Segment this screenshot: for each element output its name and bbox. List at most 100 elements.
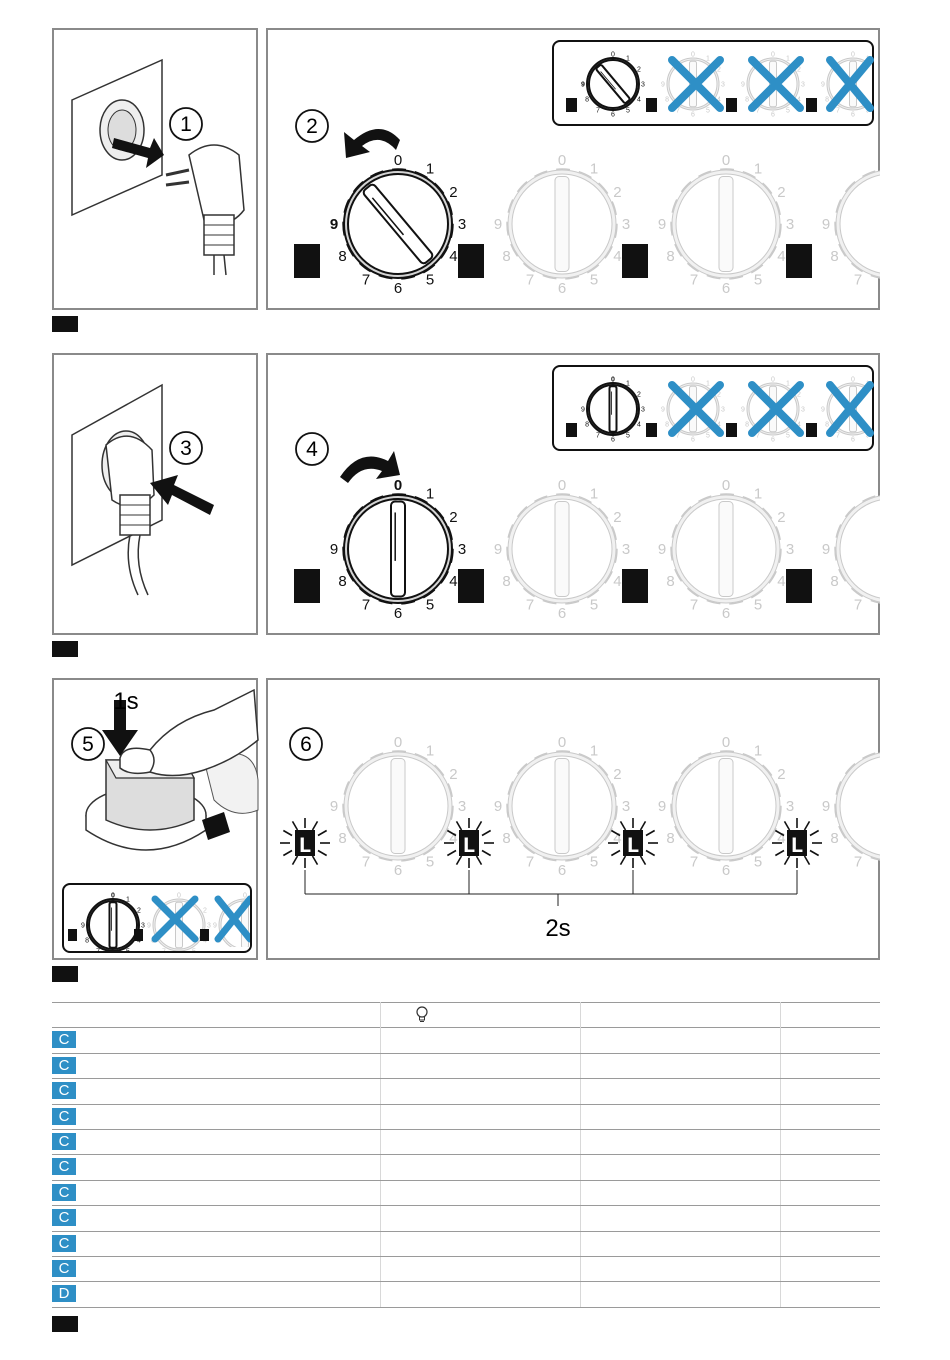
dial-number: 0 — [771, 376, 775, 383]
dial-number: 4 — [449, 830, 457, 847]
dial-number: 0 — [722, 734, 730, 751]
dial-number: 0 — [558, 734, 566, 751]
cross-icon — [826, 381, 874, 437]
dial-number: 4 — [637, 421, 641, 428]
dial-number: 9 — [494, 216, 502, 233]
dial-number: 9 — [822, 798, 830, 815]
dial-number: 6 — [722, 280, 730, 297]
dial-number: 9 — [330, 798, 338, 815]
dial-number: 8 — [502, 248, 510, 265]
dial-number: 9 — [330, 216, 338, 233]
turn-right-arrow — [340, 451, 400, 483]
dial-number: 3 — [622, 216, 630, 233]
cross-icon — [668, 381, 724, 437]
dial-number: 8 — [666, 248, 674, 265]
dial-number: 2 — [203, 907, 207, 914]
dial-number: 2 — [449, 184, 457, 201]
dial-number: 8 — [666, 830, 674, 847]
dial-number: 7 — [526, 596, 534, 613]
dial-number: 9 — [147, 922, 151, 929]
dial-number: 1 — [786, 55, 790, 62]
table-row-divider — [52, 1078, 880, 1080]
label-marker — [294, 244, 320, 278]
dial-number: 5 — [426, 596, 434, 613]
turn-left-arrow — [344, 129, 400, 158]
dial-number: 6 — [611, 436, 615, 443]
blinking-display-icon: L — [608, 818, 658, 868]
section-marker — [52, 1316, 78, 1332]
unplug-illustration — [71, 58, 245, 276]
dial-number: 5 — [126, 948, 130, 953]
dial-number: 6 — [558, 862, 566, 879]
label-marker — [68, 929, 77, 941]
dial-number: 6 — [394, 605, 402, 622]
table-row-badge: C — [52, 1082, 76, 1100]
dial-number: 9 — [658, 798, 666, 815]
dial-number: 9 — [661, 81, 665, 88]
dial-number: 5 — [754, 853, 762, 870]
press-time-label: 1s — [113, 688, 138, 715]
dial-number: 8 — [502, 573, 510, 590]
dial-number: 8 — [825, 421, 829, 428]
dial-number: 0 — [691, 376, 695, 383]
table-row-badge: C — [52, 1183, 76, 1201]
dial-number: 3 — [641, 81, 645, 88]
cross-icon — [668, 56, 724, 112]
label-marker — [566, 423, 577, 437]
dial-number: 8 — [745, 421, 749, 428]
dial-number: 7 — [836, 107, 840, 114]
label-marker — [622, 569, 648, 603]
table-row-badge: C — [52, 1209, 76, 1227]
dial-number: 5 — [590, 271, 598, 288]
dial-number: 2 — [637, 391, 641, 398]
dial-number: 9 — [581, 406, 585, 413]
dial-number: 7 — [526, 853, 534, 870]
dial-number: 9 — [330, 541, 338, 558]
cross-icon — [151, 895, 199, 943]
dial-number: 2 — [613, 509, 621, 526]
label-marker — [294, 569, 320, 603]
table-row-divider — [52, 1205, 880, 1207]
table-row-badge: C — [52, 1107, 76, 1125]
table-row-divider — [52, 1256, 880, 1257]
dial-number: 6 — [722, 862, 730, 879]
dial-number: 8 — [665, 96, 669, 103]
table-row-badge: C — [52, 1031, 76, 1049]
table-row-badge: C — [52, 1260, 76, 1277]
dial-number: 2 — [777, 509, 785, 526]
dial-number: 3 — [801, 81, 805, 88]
dial-number: 6 — [771, 111, 775, 118]
dial-number: 5 — [786, 107, 790, 114]
dial-number: 9 — [213, 922, 217, 929]
dial-number: 4 — [717, 421, 721, 428]
dial-number: 7 — [690, 271, 698, 288]
dial-number: 4 — [777, 830, 785, 847]
dial-number: 3 — [458, 541, 466, 558]
dial-number: 4 — [449, 248, 457, 265]
label-marker — [566, 98, 577, 112]
dial-number: 0 — [394, 152, 402, 169]
display-letter: L — [298, 834, 311, 859]
dial-number: 7 — [690, 853, 698, 870]
label-marker — [646, 423, 657, 437]
dial-number: 2 — [449, 509, 457, 526]
label-marker — [458, 244, 484, 278]
dial-number: 1 — [126, 896, 130, 903]
dial-number: 3 — [721, 406, 725, 413]
dial-number: 6 — [851, 111, 855, 118]
lightbulb-icon — [414, 1005, 430, 1023]
dial-number: 1 — [786, 380, 790, 387]
dial-number: 0 — [394, 734, 402, 751]
